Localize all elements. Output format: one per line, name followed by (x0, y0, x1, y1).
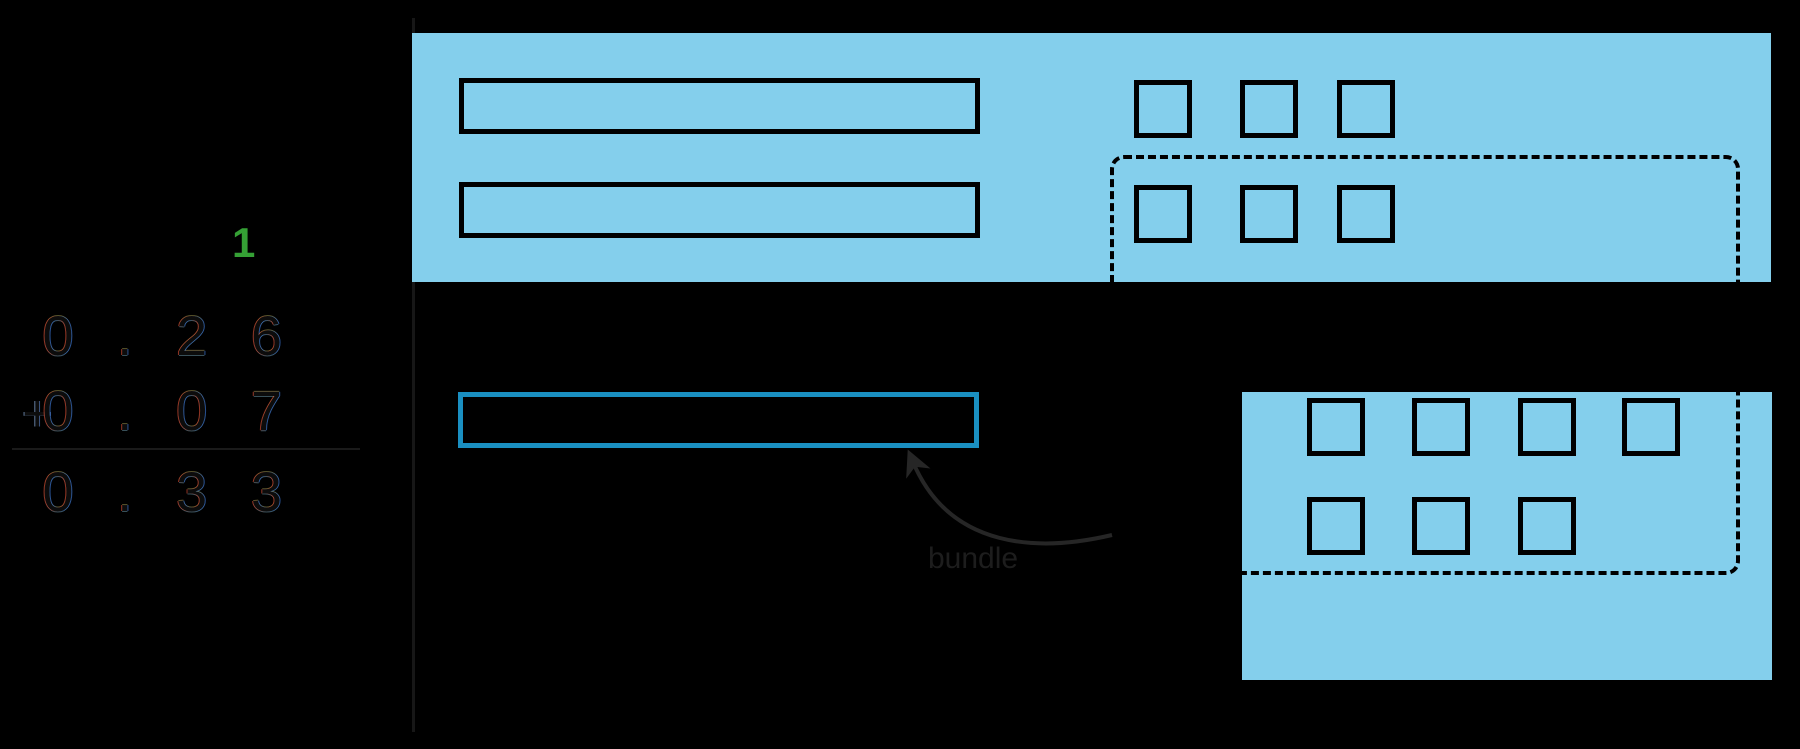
unit-square (1412, 497, 1470, 555)
unit-square (1337, 185, 1395, 243)
unit-square (1337, 80, 1395, 138)
bundle-dashed-outline (1110, 155, 1740, 575)
unit-square (1412, 398, 1470, 456)
unit-square (1518, 398, 1576, 456)
unit-square (1307, 398, 1365, 456)
bundle-label: bundle (928, 542, 1019, 575)
sum-value: 0 . 3 3 (42, 459, 296, 523)
unit-square (1307, 497, 1365, 555)
bundled-tenths-bar[interactable] (458, 392, 979, 448)
unit-square (1240, 185, 1298, 243)
sum-divider-line (12, 448, 360, 450)
unit-square (1134, 80, 1192, 138)
unit-square (1518, 497, 1576, 555)
arithmetic-panel: 1 0 . 2 6 + 0 . 0 7 0 . 3 3 (0, 0, 412, 749)
unit-square (1622, 398, 1680, 456)
pane-divider (412, 18, 415, 732)
unit-square (1240, 80, 1298, 138)
tenths-bar-1 (459, 78, 980, 134)
carry-digit: 1 (232, 219, 256, 266)
addend-row-1: 0 . 2 6 (0, 296, 360, 374)
addend-2-value: 0 . 0 7 (42, 378, 296, 442)
addend-row-2: 0 . 0 7 (0, 371, 360, 449)
unit-square (1134, 185, 1192, 243)
addend-1-value: 0 . 2 6 (42, 303, 296, 367)
plus-operator-icon: + (22, 385, 53, 443)
tenths-bar-2 (459, 182, 980, 238)
bottom-blue-panel (1242, 392, 1772, 680)
sum-row: 0 . 3 3 (0, 452, 360, 530)
